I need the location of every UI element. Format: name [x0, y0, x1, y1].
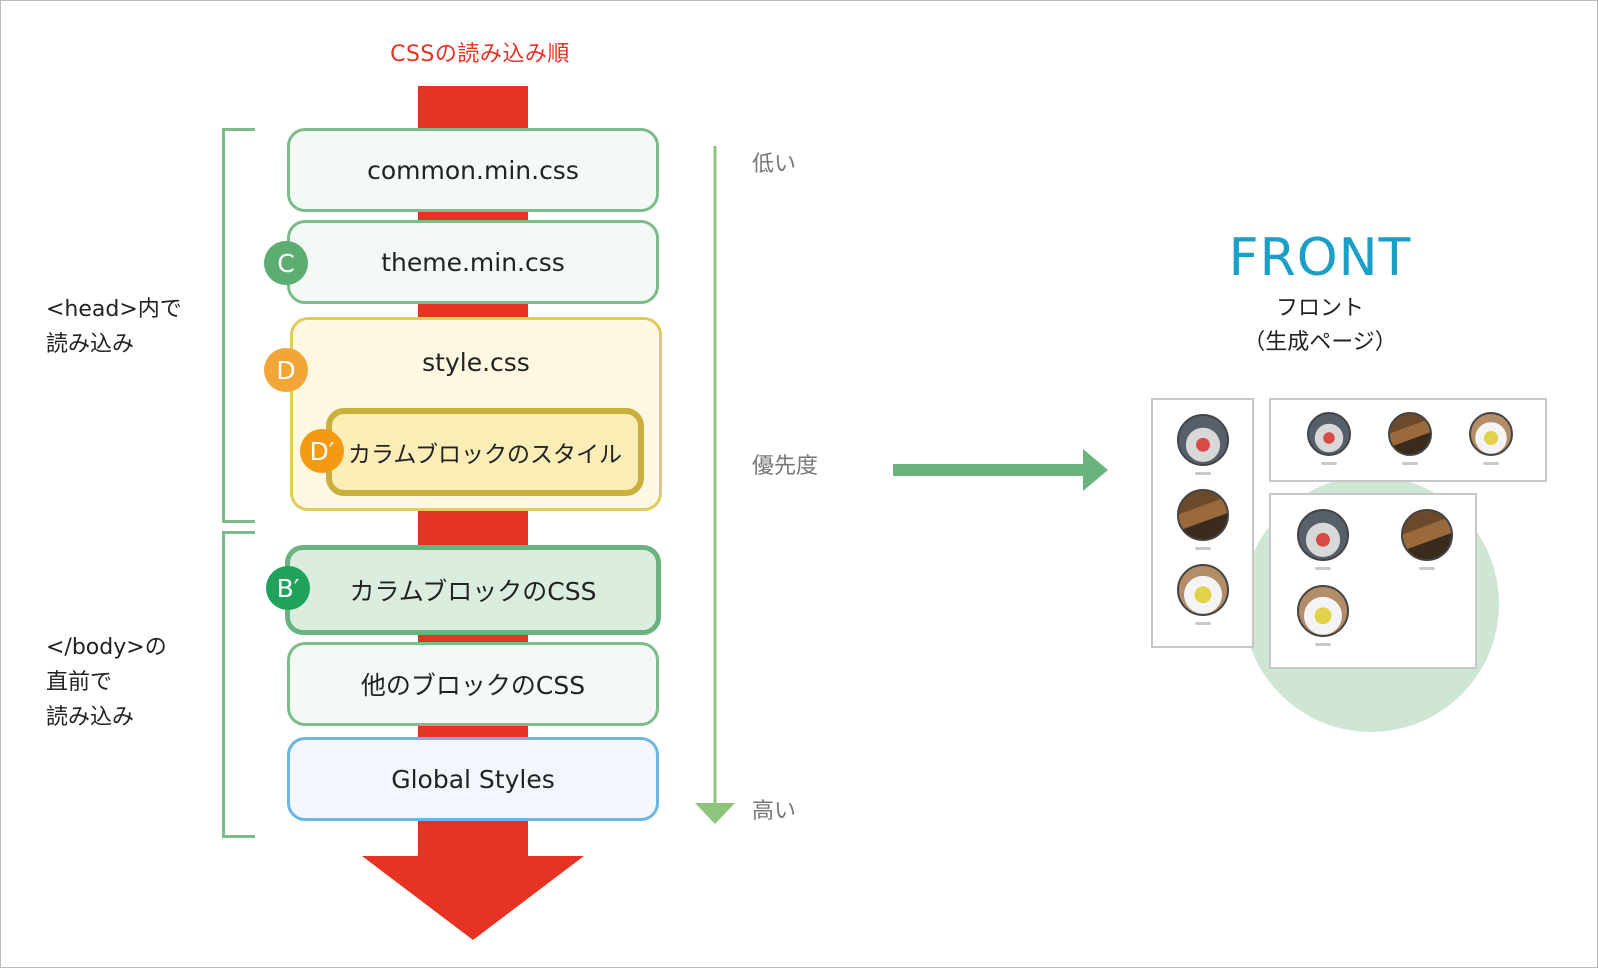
preview-caption	[1195, 547, 1211, 550]
preview-caption	[1195, 472, 1211, 475]
theme-css-label: theme.min.css	[381, 247, 565, 277]
preview-thumb	[1307, 412, 1351, 456]
preview-caption	[1483, 462, 1499, 465]
preview-caption	[1315, 567, 1331, 570]
head-bracket	[222, 128, 255, 523]
preview-caption	[1315, 643, 1331, 646]
column-css-label: カラムブロックのCSS	[349, 577, 597, 606]
front-arrow-shaft	[893, 464, 1085, 476]
priority-low-label: 低い	[752, 152, 797, 177]
preview-thumb	[1401, 509, 1453, 561]
front-preview-horizontal	[1269, 398, 1547, 482]
front-preview-vertical	[1151, 398, 1254, 648]
other-css-label: 他のブロックのCSS	[360, 671, 586, 700]
load-order-arrow-head	[362, 856, 584, 940]
common-css-label: common.min.css	[367, 155, 579, 185]
column-style-box: カラムブロックのスタイル	[326, 408, 644, 496]
priority-label: 優先度	[752, 454, 819, 479]
badge-d: D	[264, 348, 308, 392]
head-group-label-line2: 読み込み	[46, 332, 135, 357]
global-styles-label: Global Styles	[391, 764, 555, 794]
column-css-box: カラムブロックのCSS	[285, 545, 661, 635]
badge-b-prime-label: B′	[276, 573, 300, 603]
badge-b-prime: B′	[266, 566, 310, 610]
body-group-label: </body>の 直前で 読み込み	[46, 630, 167, 735]
preview-thumb	[1177, 489, 1229, 541]
preview-thumb	[1177, 564, 1229, 616]
head-group-label: <head>内で 読み込み	[46, 292, 182, 362]
global-styles-box: Global Styles	[287, 737, 659, 821]
body-group-label-line1: </body>の	[46, 635, 167, 660]
preview-thumb	[1469, 412, 1513, 456]
preview-caption	[1419, 567, 1435, 570]
theme-css-box: theme.min.css	[287, 220, 659, 304]
preview-thumb	[1177, 414, 1229, 466]
preview-thumb	[1297, 509, 1349, 561]
front-subtitle: フロント	[1275, 296, 1364, 321]
priority-high-label: 高い	[752, 799, 797, 824]
front-arrow-head	[1083, 449, 1108, 491]
badge-d-prime: D′	[300, 429, 344, 473]
badge-c-label: C	[277, 248, 295, 278]
preview-thumb	[1388, 412, 1432, 456]
body-group-label-line3: 読み込み	[46, 705, 135, 730]
badge-d-label: D	[276, 355, 296, 385]
body-bracket	[222, 531, 255, 838]
body-group-label-line2: 直前で	[46, 670, 113, 695]
badge-d-prime-label: D′	[309, 436, 335, 466]
column-style-label: カラムブロックのスタイル	[348, 442, 622, 468]
diagram-title: CSSの読み込み順	[390, 42, 570, 67]
preview-caption	[1321, 462, 1337, 465]
head-group-label-line1: <head>内で	[46, 297, 182, 322]
badge-c: C	[264, 241, 308, 285]
style-css-label: style.css	[422, 348, 530, 377]
preview-caption	[1195, 622, 1211, 625]
priority-scale-arrowhead	[695, 803, 735, 824]
front-note: （生成ページ）	[1243, 330, 1397, 355]
front-subtitle-block: フロント （生成ページ）	[1170, 292, 1470, 360]
other-css-box: 他のブロックのCSS	[287, 642, 659, 726]
preview-thumb	[1297, 585, 1349, 637]
front-title: FRONT	[1228, 228, 1412, 288]
preview-caption	[1402, 462, 1418, 465]
common-css-box: common.min.css	[287, 128, 659, 212]
front-preview-grid	[1269, 493, 1477, 669]
